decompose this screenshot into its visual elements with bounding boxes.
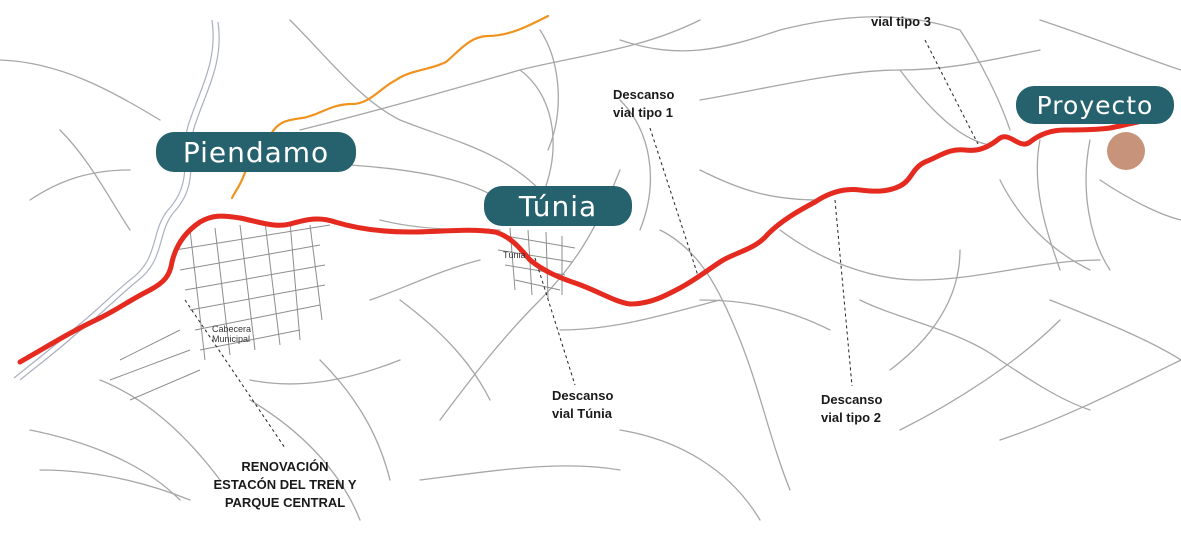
project-site-marker[interactable] — [1107, 132, 1145, 170]
river — [13, 19, 220, 381]
label-tunia-town: Túnia — [503, 250, 526, 260]
callout-descanso-vial-tipo-1: Descanso vial tipo 1 — [613, 87, 675, 120]
label-cabecera-municipal: Cabecera Municipal — [212, 324, 252, 344]
callout-descanso-vial-tunia: Descanso vial Túnia — [552, 388, 614, 421]
main-route — [17, 119, 1141, 365]
callout-vial-tipo-3: vial tipo 3 — [871, 14, 931, 29]
town-badge-piendamo[interactable]: Piendamo — [156, 132, 356, 172]
road-network — [0, 16, 1181, 521]
callout-descanso-vial-tipo-2: Descanso vial tipo 2 — [821, 392, 883, 425]
callout-leaders — [184, 39, 979, 449]
town-badge-tunia[interactable]: Túnia — [484, 186, 632, 226]
callout-renovacion-estacion: RENOVACIÓN ESTACÓN DEL TREN Y PARQUE CEN… — [213, 459, 357, 510]
town-badge-proyecto[interactable]: Proyecto — [1016, 86, 1174, 124]
cabecera-streets — [109, 221, 331, 401]
